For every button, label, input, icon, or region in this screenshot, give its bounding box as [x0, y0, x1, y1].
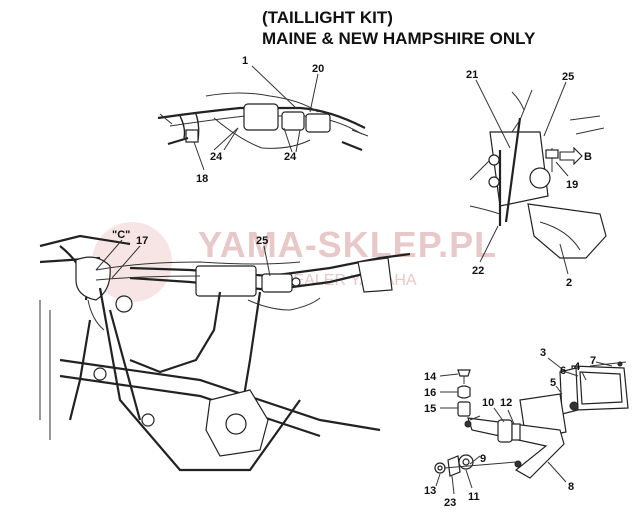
callout-5: 5	[550, 377, 556, 389]
hardware-stack	[434, 369, 517, 477]
callout-10: 10	[482, 397, 494, 409]
callout-1: 1	[242, 55, 248, 67]
callout-24-right: 24	[284, 151, 297, 163]
callout-16: 16	[424, 387, 436, 399]
callout-3: 3	[540, 347, 546, 359]
callout-4: 4	[574, 361, 581, 373]
callout-17: 17	[136, 235, 148, 247]
taillight-exploded	[464, 361, 629, 479]
rear-bracket-detail	[469, 89, 607, 259]
callout-7: 7	[590, 355, 596, 367]
callout-2: 2	[566, 277, 572, 289]
callout-19: 19	[566, 179, 578, 191]
callout-23: 23	[444, 497, 456, 509]
callout-6: 6	[560, 365, 566, 377]
callout-9: 9	[480, 453, 486, 465]
callout-25-top: 25	[562, 71, 574, 83]
callout-25-frame: 25	[256, 235, 268, 247]
callout-c-label: "C"	[112, 229, 130, 241]
callout-24-left: 24	[210, 151, 223, 163]
callout-13: 13	[424, 485, 436, 497]
callout-18: 18	[196, 173, 208, 185]
callout-11: 11	[468, 491, 480, 503]
arrow-right-icon	[559, 146, 583, 166]
callout-15: 15	[424, 403, 436, 415]
watermark-brand: YAMA-SKLEP.PL	[198, 224, 498, 265]
diagram-title-line2: MAINE & NEW HAMPSHIRE ONLY	[262, 29, 536, 48]
callout-8: 8	[568, 481, 574, 493]
frame-wiring	[39, 234, 411, 472]
arrow-b-label: B	[584, 151, 592, 163]
handlebar-assembly	[157, 92, 369, 152]
callout-22: 22	[472, 265, 484, 277]
diagram-title-line1: (TAILLIGHT KIT)	[262, 8, 393, 27]
callout-21: 21	[466, 69, 478, 81]
callout-14: 14	[424, 371, 437, 383]
callout-20: 20	[312, 63, 324, 75]
callout-12: 12	[500, 397, 512, 409]
